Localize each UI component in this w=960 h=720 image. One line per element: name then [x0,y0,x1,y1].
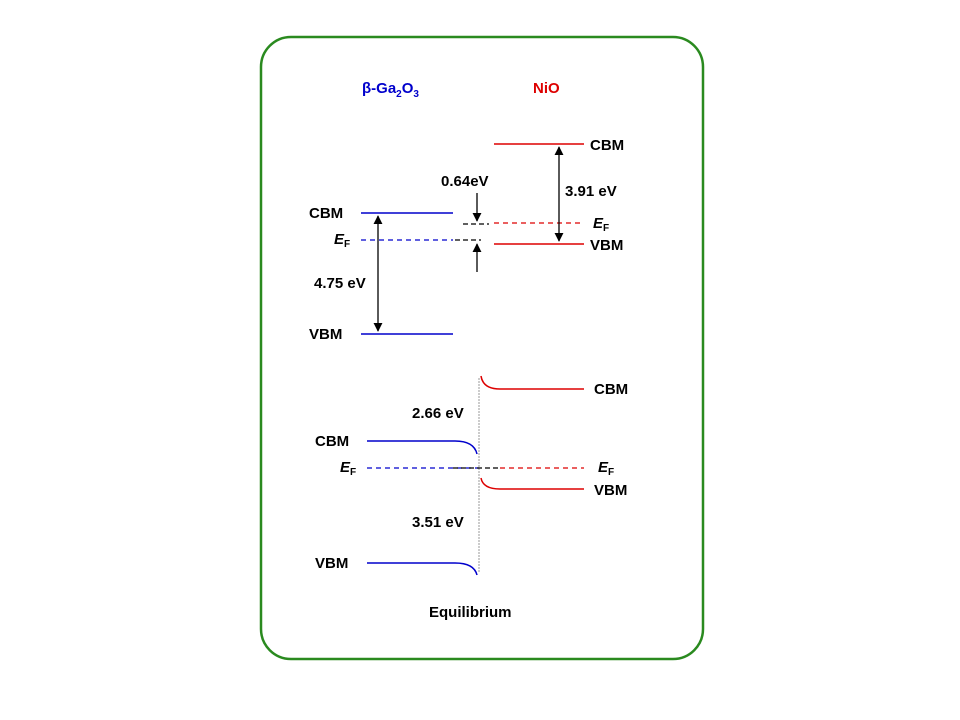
eq-ga2o3-vbm-label: VBM [315,555,348,572]
nio-cbm-label: CBM [590,137,624,154]
ga2o3-vbm-label: VBM [309,326,342,343]
ga2o3-title: β-Ga2O3 [362,80,419,100]
nio-ef-label: EF [593,215,609,234]
eq-nio-vbm-band [480,477,584,490]
ga2o3-ef-label: EF [334,231,350,250]
valence-offset-label: 3.51 eV [412,514,464,531]
eq-ga2o3-vbm-band [367,562,478,576]
nio-title: NiO [533,80,560,97]
eq-ga2o3-cbm-label: CBM [315,433,349,450]
eq-ga2o3-cbm-band [367,440,478,455]
eq-ga2o3-ef-label: EF [340,459,356,478]
eq-nio-cbm-label: CBM [594,381,628,398]
offset-label: 0.64eV [441,173,489,190]
panel-border [259,35,705,661]
ga2o3-gap-label: 4.75 eV [314,275,366,292]
ga2o3-cbm-label: CBM [309,205,343,222]
conduction-offset-label: 2.66 eV [412,405,464,422]
nio-vbm-label: VBM [590,237,623,254]
equilibrium-caption: Equilibrium [429,604,512,621]
eq-nio-vbm-label: VBM [594,482,627,499]
nio-gap-label: 3.91 eV [565,183,617,200]
eq-nio-cbm-band [480,375,584,390]
eq-nio-ef-label: EF [598,459,614,478]
